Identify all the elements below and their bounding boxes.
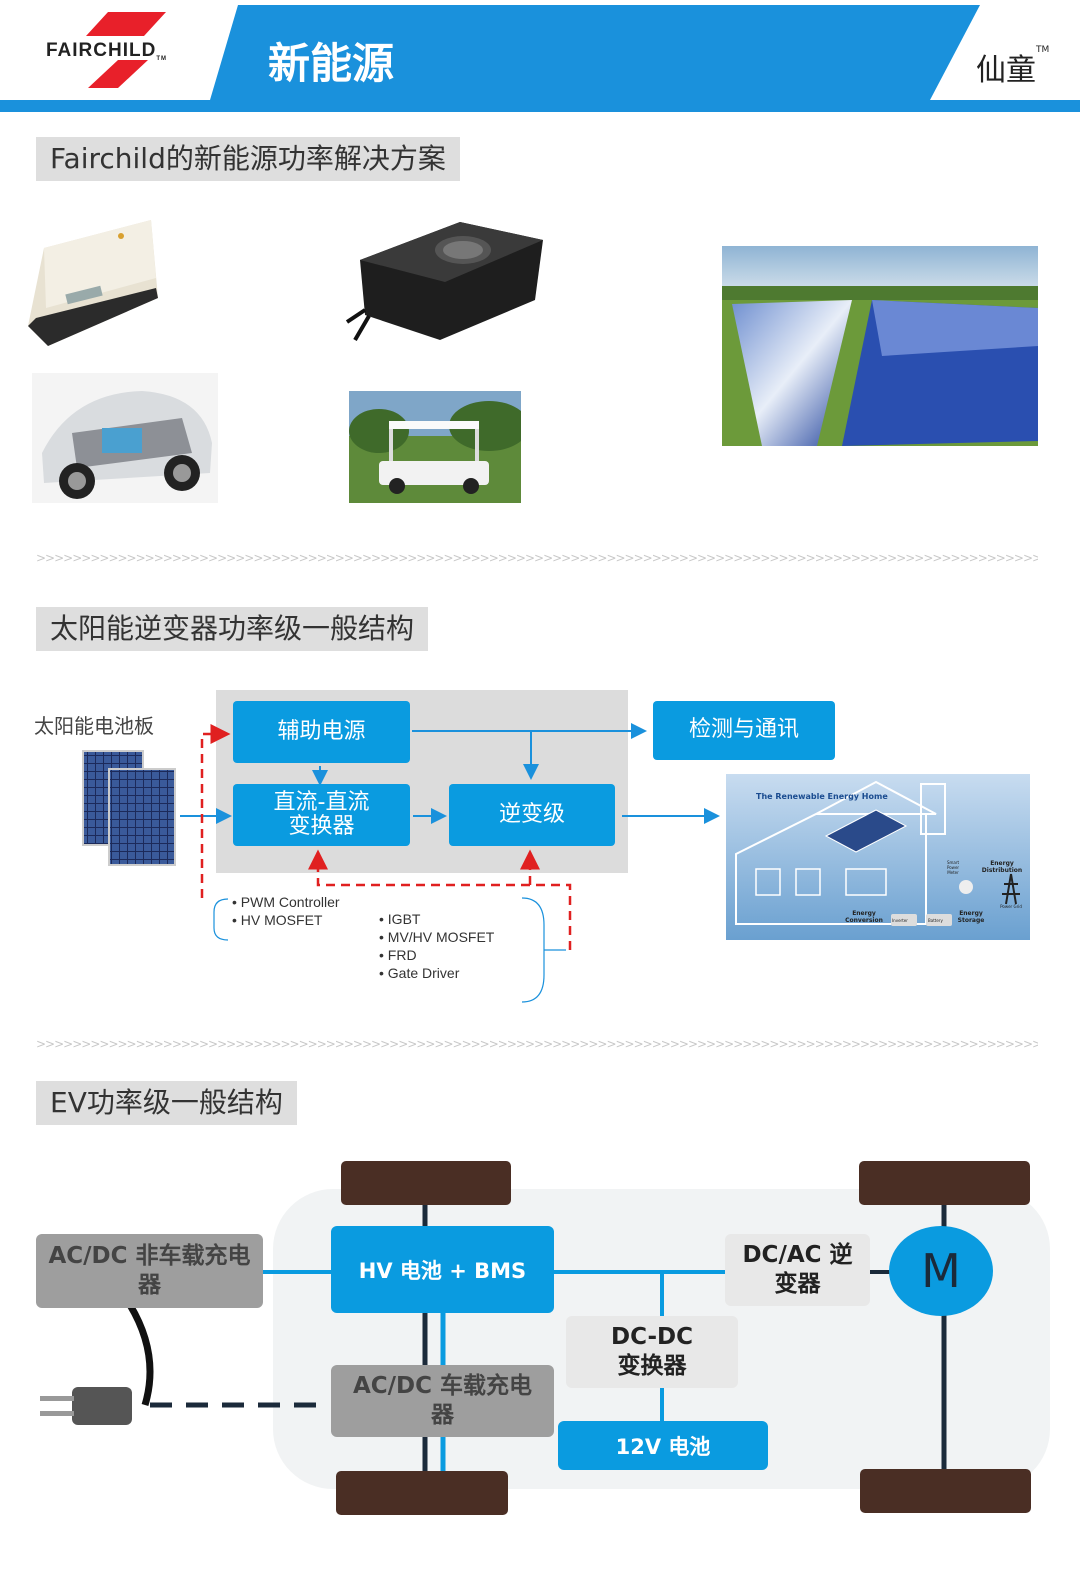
wheel-front-right [859,1161,1030,1205]
wheel-rear-left [336,1471,508,1515]
energy-conversion-label: Energy Conversion [845,910,883,924]
wheel-front-left [341,1161,511,1205]
section3-title: EV功率级一般结构 [36,1081,297,1125]
ev-charger-photo [345,222,543,342]
solar-field-photo [722,246,1038,446]
solar-panel-icon [82,750,176,866]
house-title: The Renewable Energy Home [756,792,888,801]
offboard-charger-box: AC/DC 非车载充电器 [36,1234,263,1308]
inverter-stage-box: 逆变级 [449,784,615,846]
page-title: 新能源 [268,39,395,88]
brand-name: 仙童TM [976,45,1050,88]
golf-cart-photo [349,391,521,503]
fairchild-logo-text: FAIRCHILDTM [46,40,167,62]
auxiliary-power-box: 辅助电源 [233,701,410,763]
header: FAIRCHILDTM 新能源 仙童TM [0,0,1080,112]
hv-battery-bms-box: HV 电池 + BMS [331,1226,554,1313]
inverter-component-list: • IGBT • MV/HV MOSFET • FRD • Gate Drive… [379,911,495,981]
renewable-energy-home-image: The Renewable Energy Home Energy Convers… [726,774,1030,940]
header-underline [0,100,1080,112]
energy-distribution-label: Energy Distribution [981,860,1023,874]
separator: >>>>>>>>>>>>>>>>>>>>>>>>>>>>>>>>>>>>>>>>… [36,1037,1038,1051]
solar-inverter-photo [28,220,158,346]
motor-icon: M [889,1226,993,1316]
section1-title: Fairchild的新能源功率解决方案 [36,137,460,181]
onboard-charger-box: AC/DC 车载充电器 [331,1365,554,1437]
battery-12v-box: 12V 电池 [558,1421,768,1470]
dcdc-line1: 直流-直流 [273,789,370,815]
solar-panel-label: 太阳能电池板 [34,714,154,738]
ev-car-photo [32,373,218,503]
energy-storage-label: Energy Storage [957,910,985,924]
fairchild-logo-icon [86,12,166,88]
section2-title: 太阳能逆变器功率级一般结构 [36,607,429,651]
separator: >>>>>>>>>>>>>>>>>>>>>>>>>>>>>>>>>>>>>>>>… [36,551,1038,565]
dcdc-converter-ev-box: DC-DC 变换器 [566,1316,738,1388]
detect-communication-box: 检测与通讯 [653,701,835,760]
header-banner [210,5,980,100]
inverter-connectors [180,723,720,1003]
dcdc-line2: 变换器 [288,814,355,839]
wheel-rear-right [860,1469,1031,1513]
ev-structure-diagram [40,1189,1050,1489]
aux-component-list: • PWM Controller • HV MOSFET [232,894,340,928]
dcdc-converter-box: 直流-直流 变换器 [233,784,410,846]
smart-meter-label: Smart Power Meter [946,860,960,875]
battery-label: Battery [928,918,943,923]
power-grid-label: Power Grid [1000,904,1022,909]
dcac-inverter-box: DC/AC 逆变器 [725,1234,870,1306]
inverter-label: Inverter [892,918,908,923]
